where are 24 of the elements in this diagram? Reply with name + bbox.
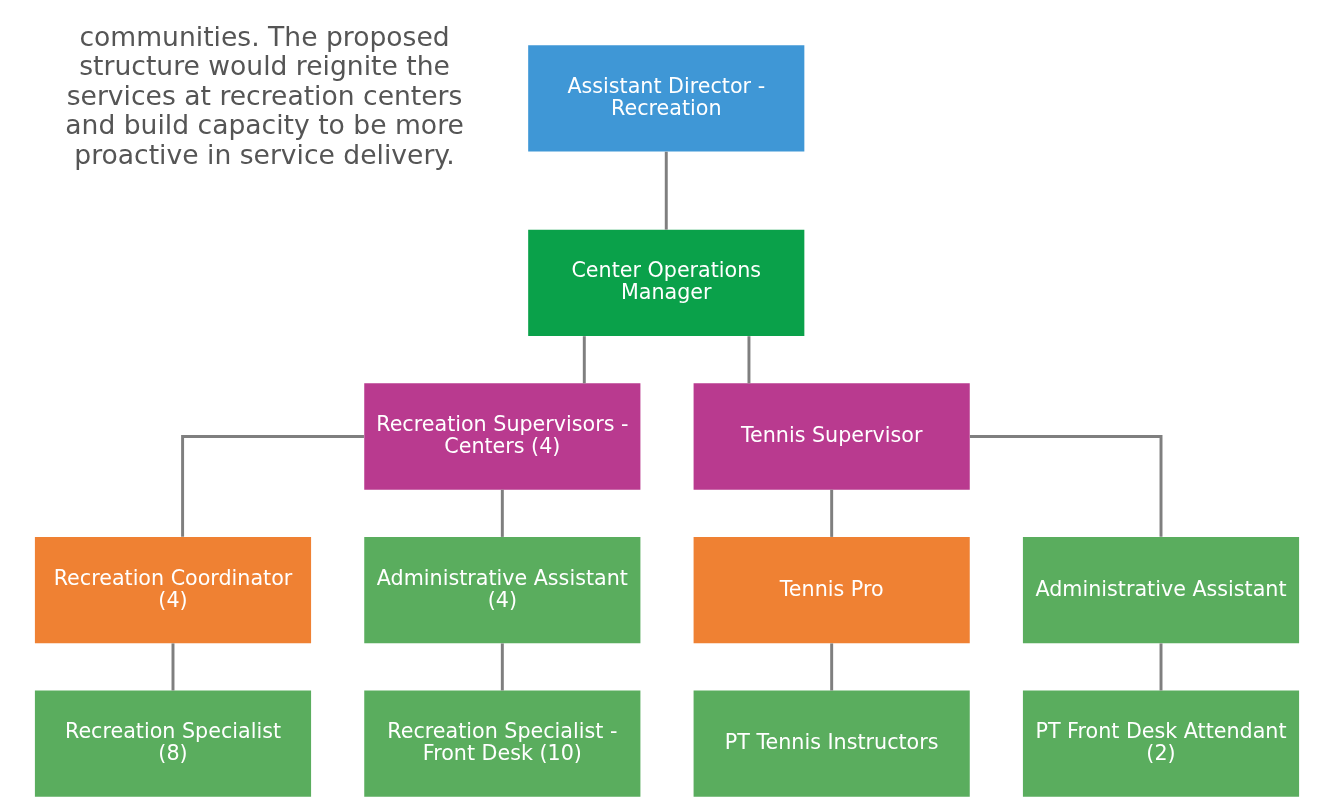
connector: [500, 643, 504, 691]
connector: [180, 435, 364, 537]
node-box: PT Front Desk Attendant (2): [1022, 690, 1299, 797]
connector: [969, 435, 1162, 537]
node-box: Recreation Specialist - Front Desk (10): [363, 690, 640, 797]
node-box: Recreation Coordinator (4): [34, 536, 311, 644]
connector: [829, 489, 833, 537]
node-box: PT Tennis Instructors: [693, 690, 970, 797]
connector: [171, 643, 174, 691]
node-box: Administrative Assistant: [1022, 536, 1299, 644]
connector: [664, 151, 668, 230]
connector: [1159, 643, 1162, 691]
node-box: Tennis Pro: [693, 536, 970, 644]
label: communities. The proposed structure would reignite the services at recreation centers and build capacity to be more proactive in service delivery.: [64, 20, 464, 170]
node-box: Recreation Supervisors - Centers (4): [363, 383, 640, 490]
node-box: Assistant Director - Recreation: [527, 45, 804, 152]
node-box: Center Operations Manager: [527, 229, 804, 337]
connector: [582, 336, 586, 384]
node-box: Recreation Specialist (8): [34, 690, 311, 797]
connector: [829, 643, 833, 691]
node-box: Tennis Supervisor: [693, 383, 970, 490]
connector: [500, 489, 504, 537]
node-box: Administrative Assistant (4): [363, 536, 640, 644]
connector: [747, 336, 750, 384]
